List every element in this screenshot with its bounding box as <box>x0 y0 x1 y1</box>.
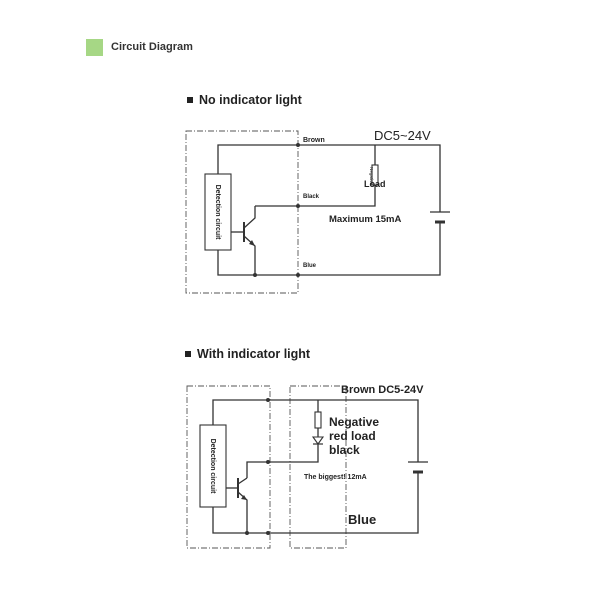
collector-wire <box>246 461 268 478</box>
sensor-boundary-box <box>185 130 299 294</box>
bullet-icon <box>185 351 191 357</box>
black-wire-label: Black <box>303 194 320 200</box>
max-current-label: Maximum 15mA <box>329 214 401 225</box>
load-label-line2: red load <box>329 429 376 443</box>
sensor-boundary-box-left <box>186 385 271 549</box>
section1-title: No indicator light <box>199 93 302 107</box>
section-header: Circuit Diagram <box>86 38 193 56</box>
junction-dot <box>296 143 300 147</box>
transistor-emitter-arrow <box>249 240 255 246</box>
junction-dot <box>266 460 270 464</box>
diagram-with-indicator: Detection circuit Brown DC5-24V Negative… <box>186 384 428 549</box>
brown-supply-wire <box>217 144 441 212</box>
load-label: Load <box>364 179 386 189</box>
brown-supply-wire <box>212 399 419 462</box>
negative-label: Negative <box>369 167 374 185</box>
supply-voltage-label: DC5~24V <box>374 128 431 143</box>
junction-dot <box>266 398 270 402</box>
transistor-collector <box>243 206 256 229</box>
junction-dot <box>296 204 300 208</box>
brown-wire-label: Brown <box>303 137 325 144</box>
blue-wire-label: Blue <box>303 263 317 269</box>
indicator-led-icon <box>311 436 325 445</box>
header-accent-swatch <box>86 38 103 56</box>
black-output-wire <box>255 185 376 207</box>
diagram-no-indicator: Detection circuit Brown Black Blue DC5~2… <box>185 128 450 294</box>
load-label-line3: black <box>329 443 360 457</box>
sensor-boundary-box-right <box>289 385 347 549</box>
transistor-emitter <box>243 235 256 275</box>
blue-return-wire <box>217 222 441 276</box>
junction-dot <box>253 273 257 277</box>
black-output-wire <box>268 444 319 463</box>
junction-dot <box>266 531 270 535</box>
junction-dot <box>296 273 300 277</box>
blue-return-wire <box>212 472 419 534</box>
load-label-line1: Negative <box>329 415 379 429</box>
header-title: Circuit Diagram <box>111 41 193 53</box>
max-current-label: The biggest! 12mA <box>304 474 367 481</box>
transistor-emitter-arrow <box>241 495 247 500</box>
section1-title-row: No indicator light <box>187 93 302 107</box>
transistor-collector <box>237 477 248 485</box>
detection-circuit-label: Detection circuit <box>209 439 216 495</box>
detection-circuit-label: Detection circuit <box>214 185 221 241</box>
supply-voltage-label: Brown DC5-24V <box>341 384 424 396</box>
section2-title: With indicator light <box>197 347 311 361</box>
load-resistor <box>314 411 322 429</box>
junction-dot <box>245 531 249 535</box>
section2-title-row: With indicator light <box>185 347 310 361</box>
bullet-icon <box>187 97 193 103</box>
blue-wire-label: Blue <box>348 512 376 527</box>
